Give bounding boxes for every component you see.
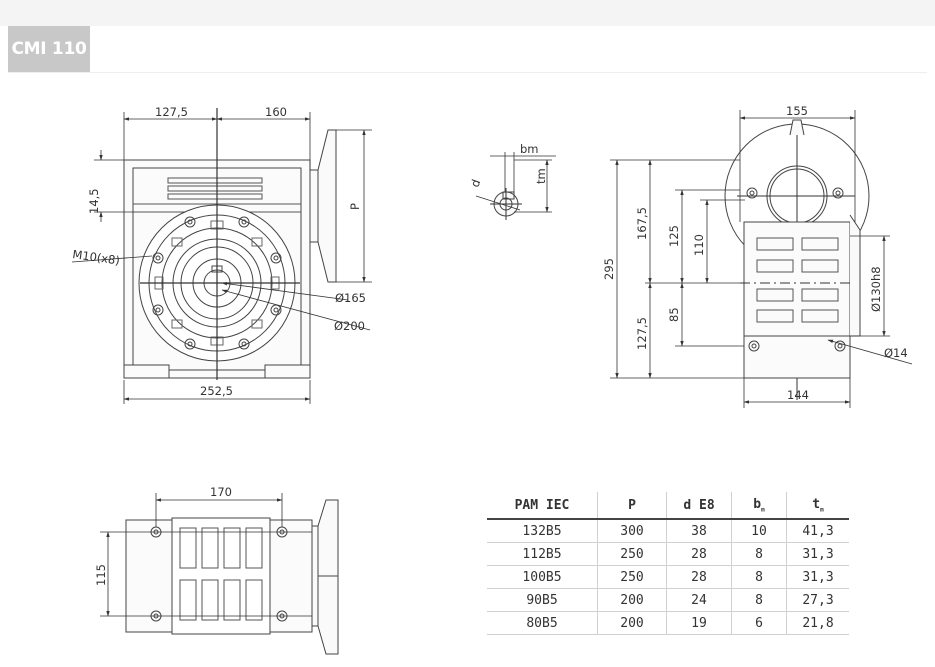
cell-bm: 6 — [731, 611, 787, 635]
bottom-body — [171, 517, 271, 635]
bottom-fins — [179, 527, 263, 621]
label-d130h8: Ø130h8 — [869, 266, 883, 312]
label-d165: Ø165 — [335, 291, 366, 305]
cell-p: 200 — [597, 588, 667, 612]
cell-p: 300 — [597, 519, 667, 543]
dim-bottom-width: 170 — [210, 485, 232, 499]
keyway-detail — [475, 152, 556, 220]
cell-tm: 31,3 — [786, 542, 849, 566]
col-pam-iec: PAM IEC — [487, 492, 598, 520]
table-row: 132B5 300 38 10 41,3 — [487, 519, 849, 543]
cell-bm: 10 — [731, 519, 787, 543]
bottom-motor-flange — [311, 499, 339, 655]
cell-pam: 90B5 — [487, 588, 598, 612]
front-view — [123, 108, 337, 380]
cell-d: 28 — [666, 565, 732, 589]
dim-bottom-height: 115 — [94, 564, 108, 586]
side-fins — [756, 237, 839, 323]
dim-side-85: 85 — [667, 307, 681, 322]
table-row: 90B5 200 24 8 27,3 — [487, 588, 849, 612]
col-d-e8: d E8 — [666, 492, 732, 520]
label-bm: bm — [520, 142, 539, 156]
front-foot-left — [123, 364, 170, 379]
col-bm: bm — [731, 492, 787, 520]
table-row: 112B5 250 28 8 31,3 — [487, 542, 849, 566]
side-body — [743, 221, 851, 337]
front-foot-right — [264, 364, 311, 379]
front-view-dimensions — [71, 112, 372, 404]
label-p-front: P — [348, 203, 362, 210]
cell-bm: 8 — [731, 565, 787, 589]
header-divider — [8, 72, 927, 73]
dim-front-bottom: 252,5 — [200, 384, 233, 398]
cell-tm: 41,3 — [786, 519, 849, 543]
top-band — [0, 0, 935, 26]
dim-side-upper: 167,5 — [635, 207, 649, 240]
dim-front-left: 127,5 — [155, 105, 188, 119]
cell-d: 28 — [666, 542, 732, 566]
side-base — [743, 335, 851, 379]
side-view-dimensions — [610, 110, 913, 408]
label-bolts: M10(x8) — [72, 247, 121, 267]
table-row: 100B5 250 28 8 31,3 — [487, 565, 849, 589]
cell-d: 19 — [666, 611, 732, 635]
cell-tm: 21,8 — [786, 611, 849, 635]
cell-p: 200 — [597, 611, 667, 635]
cell-pam: 100B5 — [487, 565, 598, 589]
label-d200: Ø200 — [334, 319, 365, 333]
cell-d: 38 — [666, 519, 732, 543]
cell-bm: 8 — [731, 542, 787, 566]
dim-front-height: 14,5 — [87, 188, 101, 214]
bottom-view — [125, 499, 339, 655]
dim-side-bottom: 144 — [787, 388, 809, 402]
cell-d: 24 — [666, 588, 732, 612]
cell-p: 250 — [597, 542, 667, 566]
table-header-row: PAM IEC P d E8 bm tm — [487, 492, 849, 520]
flange-bolt-holes — [152, 216, 282, 350]
table-row: 80B5 200 19 6 21,8 — [487, 611, 849, 635]
cell-pam: 112B5 — [487, 542, 598, 566]
keyway-slot — [502, 191, 515, 200]
label-d: d — [468, 177, 484, 189]
side-right-flange — [849, 214, 861, 337]
spec-table: PAM IEC P d E8 bm tm 132B5 300 38 10 41,… — [487, 492, 849, 635]
col-tm: tm — [786, 492, 849, 520]
front-motor-flange — [309, 129, 337, 283]
model-badge: CMI 110 — [8, 26, 90, 72]
cell-p: 250 — [597, 565, 667, 589]
cell-pam: 132B5 — [487, 519, 598, 543]
cell-tm: 31,3 — [786, 565, 849, 589]
col-p: P — [597, 492, 667, 520]
dim-side-110: 110 — [692, 234, 706, 256]
side-top-lug — [789, 119, 805, 136]
dim-front-right: 160 — [265, 105, 287, 119]
cell-bm: 8 — [731, 588, 787, 612]
dim-side-125: 125 — [667, 225, 681, 247]
label-tm: tm — [534, 168, 548, 184]
cell-tm: 27,3 — [786, 588, 849, 612]
bottom-view-dimensions — [100, 493, 283, 617]
dim-side-total: 295 — [602, 258, 616, 280]
dim-side-lower: 127,5 — [635, 317, 649, 350]
cell-pam: 80B5 — [487, 611, 598, 635]
side-view — [724, 119, 870, 400]
dim-side-top: 155 — [786, 104, 808, 118]
label-d14: Ø14 — [884, 346, 908, 360]
